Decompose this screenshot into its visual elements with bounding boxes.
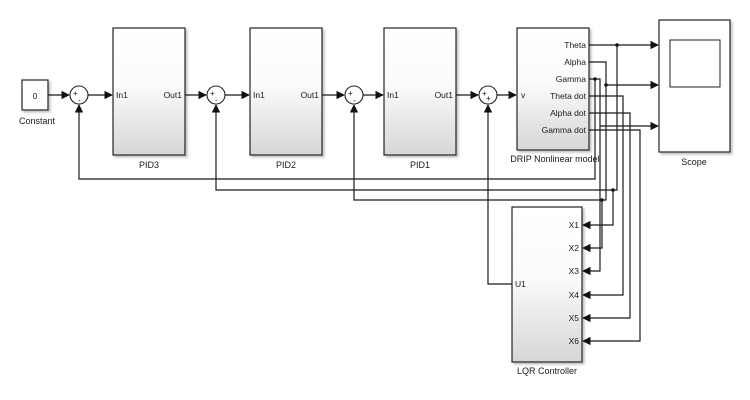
pid2-out-port: Out1 xyxy=(301,90,320,100)
wire-theta-dot-lqr-x4[interactable] xyxy=(582,95,624,300)
wire-alpha-dot-lqr-x5[interactable] xyxy=(582,112,631,323)
pid1-out-port: Out1 xyxy=(435,90,454,100)
pid3-block[interactable]: In1 Out1 xyxy=(112,27,186,156)
sum4-block[interactable]: + + xyxy=(478,85,498,105)
constant-value: 0 xyxy=(33,91,38,101)
sum3-sign-plus: + xyxy=(348,89,353,98)
lqr-controller-block[interactable]: U1 X1 X2 X3 X4 X5 X6 xyxy=(511,206,583,363)
sum1-block[interactable]: + - xyxy=(69,85,89,105)
pid3-label: PID3 xyxy=(139,160,159,170)
pid2-in-port: In1 xyxy=(253,90,265,100)
drip-out-port-alpha-dot: Alpha dot xyxy=(550,108,587,118)
sum4-sign-plus-2: + xyxy=(486,94,491,103)
drip-in-port: v xyxy=(521,90,526,100)
sum1-sign-minus: - xyxy=(78,96,81,105)
constant-block[interactable]: 0 xyxy=(21,79,49,111)
lqr-in-port-x2: X2 xyxy=(569,243,580,253)
sum2-sign-plus: + xyxy=(210,89,215,98)
sum2-sign-minus: - xyxy=(215,96,218,105)
pid2-label: PID2 xyxy=(276,160,296,170)
lqr-in-port-x4: X4 xyxy=(569,290,580,300)
pid1-in-port: In1 xyxy=(387,90,399,100)
lqr-in-port-x5: X5 xyxy=(569,313,580,323)
wire-theta-feedback-sum2[interactable] xyxy=(211,45,618,191)
sum1-sign-plus: + xyxy=(73,89,78,98)
lqr-in-port-x6: X6 xyxy=(569,336,580,346)
wire-lqr-u1-sum4[interactable] xyxy=(483,104,512,285)
lqr-in-port-x1: X1 xyxy=(569,220,580,230)
drip-out-port-theta-dot: Theta dot xyxy=(550,91,587,101)
wire-alpha-scope[interactable] xyxy=(589,61,659,90)
scope-block[interactable] xyxy=(658,19,731,153)
wire-alpha-feedback-sum3[interactable] xyxy=(349,85,607,201)
scope-label: Scope xyxy=(681,157,707,167)
lqr-out-port-u1: U1 xyxy=(515,279,526,289)
drip-out-port-theta: Theta xyxy=(564,40,586,50)
drip-label: DRIP Nonlinear model xyxy=(510,154,599,164)
wire-gamma-feedback-sum1[interactable] xyxy=(74,79,596,180)
pid1-label: PID1 xyxy=(410,160,430,170)
sum4-sign-plus-1: + xyxy=(482,89,487,98)
drip-out-port-gamma: Gamma xyxy=(556,74,587,84)
drip-out-port-alpha: Alpha xyxy=(564,57,586,67)
lqr-label: LQR Controller xyxy=(517,366,577,376)
wire-gamma-dot-lqr-x6[interactable] xyxy=(582,129,641,346)
sum2-block[interactable]: + - xyxy=(206,85,226,105)
drip-model-block[interactable]: v Theta Alpha Gamma Theta dot Alpha dot … xyxy=(516,27,590,151)
pid3-in-port: In1 xyxy=(116,90,128,100)
pid2-block[interactable]: In1 Out1 xyxy=(249,27,323,156)
sum3-block[interactable]: + - xyxy=(344,85,364,105)
pid1-block[interactable]: In1 Out1 xyxy=(383,27,457,156)
wire-lqr-x1[interactable] xyxy=(582,190,614,230)
wire-lqr-x3[interactable] xyxy=(582,126,601,276)
constant-label: Constant xyxy=(19,116,56,126)
drip-out-port-gamma-dot: Gamma dot xyxy=(542,125,587,135)
scope-screen-icon xyxy=(669,39,721,88)
lqr-in-port-x3: X3 xyxy=(569,266,580,276)
sum3-sign-minus: - xyxy=(353,96,356,105)
wire-lqr-x2[interactable] xyxy=(582,200,603,253)
pid3-out-port: Out1 xyxy=(164,90,183,100)
